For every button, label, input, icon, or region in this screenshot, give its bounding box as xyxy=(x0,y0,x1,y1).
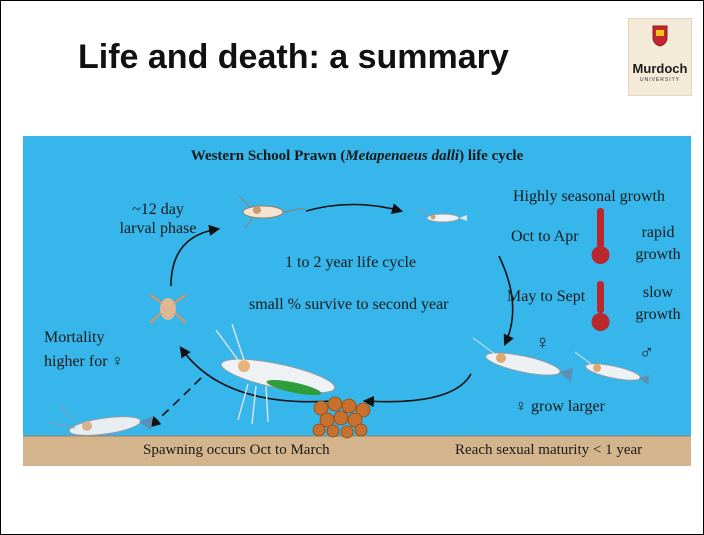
larval-phase-label: ~12 day larval phase xyxy=(103,200,213,238)
logo-name: Murdoch xyxy=(629,61,691,76)
spawning-label: Spawning occurs Oct to March xyxy=(143,442,330,459)
growth-rate-2: slow growth xyxy=(625,282,691,326)
cycle-length-label: 1 to 2 year life cycle xyxy=(285,254,416,272)
diagram-heading: Western School Prawn (Metapenaeus dalli)… xyxy=(23,148,691,165)
species-name: Metapenaeus dalli xyxy=(345,148,459,164)
growth-season-2: May to Sept xyxy=(507,288,585,306)
slide-title: Life and death: a summary xyxy=(78,38,509,77)
growth-heading: Highly seasonal growth xyxy=(513,188,665,206)
egg-cluster-icon xyxy=(313,397,370,438)
life-cycle-diagram: Western School Prawn (Metapenaeus dalli)… xyxy=(23,136,691,466)
growth-season-1: Oct to Apr xyxy=(511,228,579,246)
female-size-label: ♀ grow larger xyxy=(515,398,605,416)
logo-subtitle: UNIVERSITY xyxy=(629,77,691,83)
mortality-label: Mortality higher for ♀ xyxy=(44,326,124,374)
female-symbol: ♀ xyxy=(535,332,550,355)
water-background xyxy=(23,136,691,436)
male-symbol: ♂ xyxy=(639,342,654,365)
growth-rate-1: rapid growth xyxy=(625,222,691,266)
crest-icon xyxy=(652,25,668,47)
maturity-label: Reach sexual maturity < 1 year xyxy=(455,442,642,459)
university-logo: Murdoch UNIVERSITY xyxy=(628,18,692,96)
survival-label: small % survive to second year xyxy=(249,296,449,314)
